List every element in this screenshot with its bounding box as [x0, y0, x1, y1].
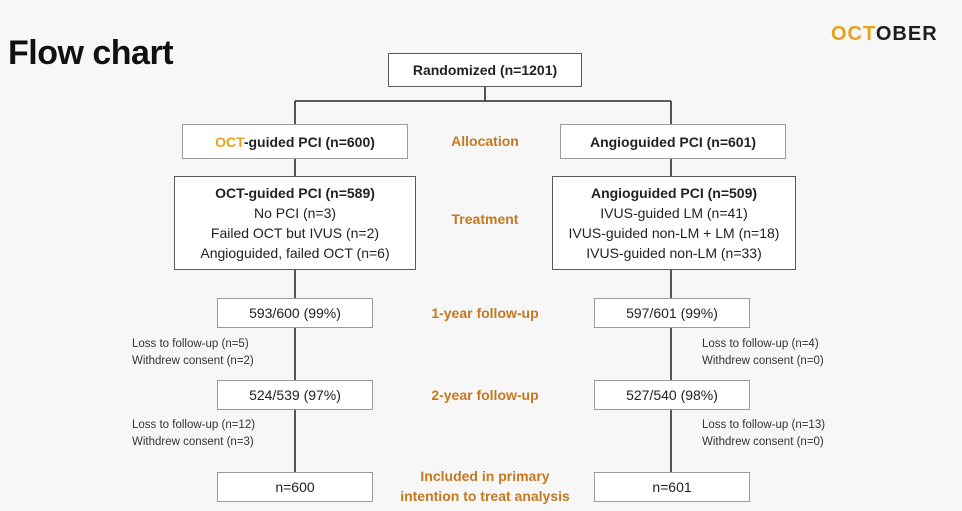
right-loss-line: Loss to follow-up (n=4): [702, 338, 819, 350]
left-fu2-value: 524/539 (97%): [249, 387, 341, 403]
right-fu2-value: 527/540 (98%): [626, 387, 718, 403]
stage-included-line: intention to treat analysis: [400, 488, 570, 504]
left-treatment-header: OCT-guided PCI (n=589): [215, 185, 375, 201]
right-treatment-line: IVUS-guided non-LM + LM (n=18): [568, 225, 780, 241]
left-fu2-box: 524/539 (97%): [217, 380, 373, 410]
left-treatment-line: Angioguided, failed OCT (n=6): [200, 245, 390, 261]
slide-title: Flow chart: [8, 34, 174, 72]
left-treatment-box: OCT-guided PCI (n=589) No PCI (n=3) Fail…: [174, 176, 416, 270]
stage-1-year-follow-up: 1-year follow-up: [431, 305, 539, 321]
stage-treatment: Treatment: [451, 211, 519, 227]
left-allocation-box: OCT-guided PCI (n=600): [182, 124, 408, 159]
left-treatment-line: No PCI (n=3): [253, 205, 337, 221]
left-loss-line: Loss to follow-up (n=5): [132, 338, 249, 350]
right-loss-line: Loss to follow-up (n=13): [702, 419, 826, 431]
left-treatment-line: Failed OCT but IVUS (n=2): [210, 225, 380, 241]
left-loss-note-2: Loss to follow-up (n=12) Withdrew consen…: [132, 417, 292, 451]
left-withdrew-line: Withdrew consent (n=2): [132, 355, 254, 367]
left-withdrew-line: Withdrew consent (n=3): [132, 436, 254, 448]
right-final-value: n=601: [652, 479, 692, 495]
october-logo: OCTOBER: [831, 23, 938, 46]
logo-part-oct: OCT: [831, 23, 876, 45]
left-final-box: n=600: [217, 472, 373, 502]
right-loss-note-1: Loss to follow-up (n=4) Withdrew consent…: [702, 336, 862, 370]
right-fu2-box: 527/540 (98%): [594, 380, 750, 410]
stage-2-year-follow-up: 2-year follow-up: [431, 387, 539, 403]
right-withdrew-line: Withdrew consent (n=0): [702, 355, 824, 367]
stage-allocation: Allocation: [451, 133, 519, 149]
right-fu1-value: 597/601 (99%): [626, 305, 718, 321]
right-final-box: n=601: [594, 472, 750, 502]
left-allocation-rest: -guided PCI (n=600): [243, 133, 375, 150]
left-loss-note-1: Loss to follow-up (n=5) Withdrew consent…: [132, 336, 292, 370]
logo-part-ober: OBER: [875, 23, 938, 45]
left-fu1-box: 593/600 (99%): [217, 298, 373, 328]
right-treatment-line: IVUS-guided non-LM (n=33): [586, 245, 762, 261]
left-final-value: n=600: [275, 479, 315, 495]
right-loss-note-2: Loss to follow-up (n=13) Withdrew consen…: [702, 417, 862, 451]
left-loss-line: Loss to follow-up (n=12): [132, 419, 256, 431]
left-allocation-label: OCT-guided PCI (n=600): [215, 132, 375, 152]
stage-included-analysis: Included in primary intention to treat a…: [390, 466, 580, 506]
randomized-box: Randomized (n=1201): [388, 53, 582, 87]
right-treatment-header: Angioguided PCI (n=509): [590, 185, 758, 201]
right-allocation-box: Angioguided PCI (n=601): [560, 124, 786, 159]
right-treatment-box: Angioguided PCI (n=509) IVUS-guided LM (…: [552, 176, 796, 270]
stage-included-line: Included in primary: [420, 468, 550, 484]
right-treatment-line: IVUS-guided LM (n=41): [600, 205, 748, 221]
right-allocation-label: Angioguided PCI (n=601): [589, 133, 757, 150]
right-withdrew-line: Withdrew consent (n=0): [702, 436, 824, 448]
right-fu1-box: 597/601 (99%): [594, 298, 750, 328]
left-fu1-value: 593/600 (99%): [249, 305, 341, 321]
randomized-label: Randomized (n=1201): [412, 62, 558, 78]
left-allocation-prefix: OCT: [215, 133, 244, 150]
